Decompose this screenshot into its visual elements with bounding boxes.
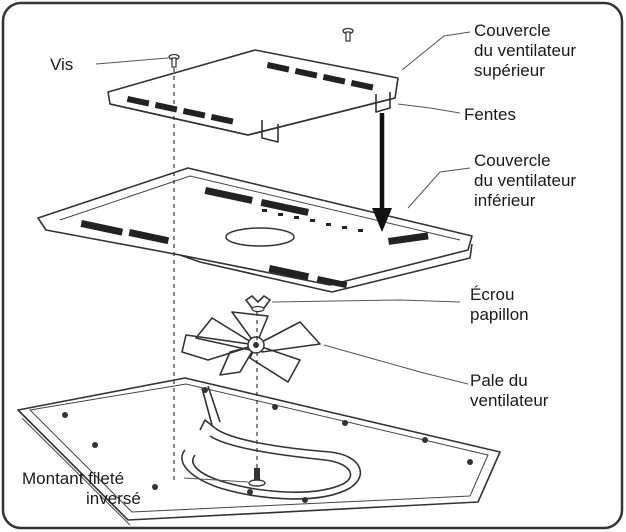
label-wing-nut-line1: Écrou	[470, 285, 514, 304]
label-fan-blade-line2: ventilateur	[470, 391, 549, 410]
leader-fan-blade	[323, 344, 469, 385]
screw-left	[168, 53, 180, 68]
bottom-cover-vents-top	[204, 187, 309, 216]
bottom-fan-cover	[37, 167, 473, 293]
label-bottom-cover-line3: inférieur	[474, 191, 536, 210]
label-stud-line2: inversé	[86, 489, 141, 508]
label-top-cover-line3: supérieur	[474, 61, 545, 80]
assembly-arrow	[372, 113, 392, 232]
label-slots: Fentes	[464, 105, 516, 124]
wing-nut	[245, 295, 271, 313]
leader-wing-nut	[271, 299, 461, 303]
top-cover-vents-left	[126, 96, 234, 125]
oven-base-plate	[17, 377, 501, 526]
leader-stud	[183, 477, 249, 483]
leader-slots	[397, 103, 461, 114]
screw-right	[342, 27, 354, 42]
bottom-cover-vents-left	[80, 220, 170, 245]
leader-bottom-cover	[407, 167, 471, 209]
label-stud-line1: Montant fileté	[22, 469, 124, 488]
leader-top-cover	[401, 31, 471, 71]
label-bottom-cover-line2: du ventilateur	[474, 171, 576, 190]
label-fan-blade-line1: Pale du	[470, 371, 528, 390]
fan-blade	[181, 311, 321, 383]
top-fan-cover	[107, 49, 399, 143]
label-wing-nut-line2: papillon	[470, 305, 529, 324]
bottom-cover-vents-right	[268, 232, 429, 289]
leader-screw	[95, 57, 169, 65]
top-cover-vents-right	[266, 62, 374, 91]
label-bottom-cover-line1: Couvercle	[474, 151, 551, 170]
bottom-cover-slit-row	[262, 209, 363, 232]
label-top-cover-line1: Couvercle	[474, 21, 551, 40]
label-top-cover-line2: du ventilateur	[474, 41, 576, 60]
label-screw: Vis	[50, 55, 73, 74]
